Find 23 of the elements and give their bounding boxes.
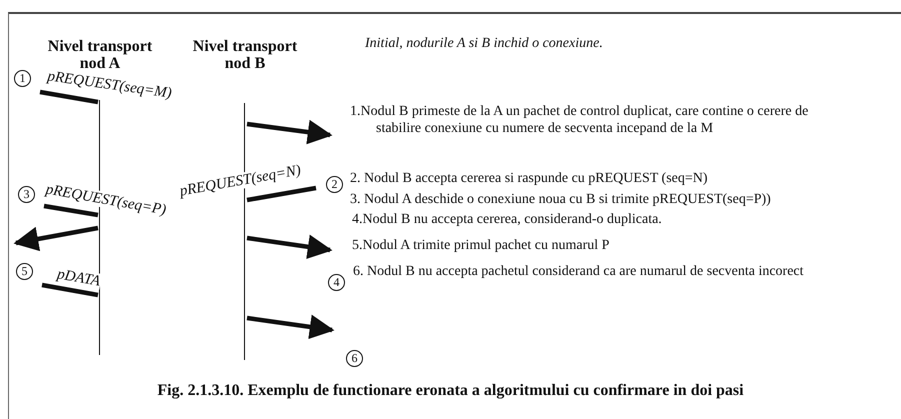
callout-number: 4	[328, 274, 345, 291]
message-line	[40, 90, 98, 104]
arrow	[14, 226, 98, 252]
callout-number: 5	[16, 263, 33, 280]
step-description: 3. Nodul A deschide o conexiune noua cu B si trimite pREQUEST(seq=P))	[350, 191, 772, 208]
message-line	[42, 282, 98, 298]
note-text: Initial, nodurile A si B inchid o conexiune.	[365, 35, 603, 52]
callout-number: 6	[346, 350, 363, 367]
arrow	[246, 120, 332, 144]
callout-number: 2	[326, 176, 343, 193]
step-description: 2. Nodul B accepta cererea si raspunde cu pREQUEST (seq=N)	[350, 170, 709, 187]
arrow	[246, 234, 332, 260]
arrow	[246, 314, 334, 340]
step-description: 4.Nodul B nu accepta cererea, considerand-o duplicata.	[352, 211, 663, 228]
step-description: 1.Nodul B primeste de la A un pachet de control duplicat, care contine o cerere de stabilire conexiune cu numere de secventa incepand de la M	[350, 103, 810, 137]
figure-caption: Fig. 2.1.3.10. Exemplu de functionare eronata a algoritmului cu confirmare in doi pasi	[156, 382, 745, 400]
step-description: 6. Nodul B nu accepta pachetul considerand ca are numarul de secventa incorect	[353, 263, 805, 280]
step-description: 5.Nodul A trimite primul pachet cu numarul P	[352, 237, 610, 254]
lifeline-heading: Nivel transport nod B	[192, 38, 298, 72]
callout-number: 1	[14, 70, 31, 87]
message-line	[44, 204, 98, 218]
message-line	[246, 186, 316, 202]
callout-number: 3	[18, 186, 35, 203]
